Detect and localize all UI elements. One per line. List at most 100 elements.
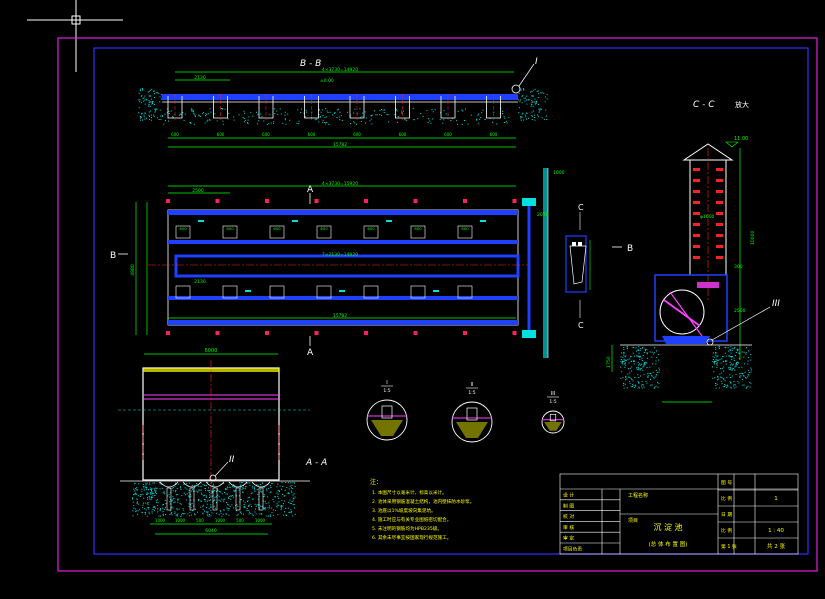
ground-speck bbox=[204, 510, 205, 512]
ground-speck bbox=[155, 108, 157, 110]
ground-speck bbox=[202, 505, 204, 507]
plan-top-dim: 4×3730=15920 bbox=[322, 181, 358, 187]
ground-speck bbox=[652, 363, 654, 365]
ground-speck bbox=[222, 513, 224, 515]
ground-speck bbox=[148, 102, 150, 104]
ground-speck bbox=[156, 117, 158, 119]
ground-speck bbox=[657, 382, 659, 384]
ground-speck bbox=[133, 488, 135, 490]
ground-speck bbox=[146, 482, 148, 484]
ground-speck bbox=[228, 497, 230, 499]
ground-speck bbox=[741, 366, 743, 368]
ground-speck bbox=[169, 492, 171, 494]
ground-speck bbox=[142, 89, 143, 91]
ground-speck bbox=[401, 112, 403, 114]
ground-speck bbox=[285, 507, 287, 509]
ground-speck bbox=[225, 513, 227, 515]
ground-speck bbox=[188, 496, 190, 498]
ground-speck bbox=[269, 507, 270, 509]
ground-speck bbox=[223, 498, 225, 500]
ground-speck bbox=[148, 105, 150, 107]
ground-speck bbox=[180, 486, 181, 488]
ground-speck bbox=[629, 383, 631, 385]
ground-speck bbox=[638, 386, 640, 388]
ground-speck bbox=[540, 108, 542, 110]
ground-speck bbox=[184, 513, 186, 515]
ground-speck bbox=[260, 490, 262, 492]
ground-speck bbox=[268, 502, 270, 504]
ground-speck bbox=[747, 369, 749, 371]
ground-speck bbox=[638, 369, 640, 371]
ground-speck bbox=[225, 513, 227, 515]
ground-speck bbox=[637, 366, 639, 368]
ground-speck bbox=[639, 356, 641, 358]
ground-speck bbox=[270, 487, 272, 488]
ground-speck bbox=[631, 370, 633, 372]
ground-speck bbox=[169, 503, 171, 505]
ground-speck bbox=[533, 101, 535, 103]
ground-speck bbox=[202, 513, 204, 515]
ground-speck bbox=[247, 501, 248, 502]
ground-speck bbox=[289, 499, 291, 501]
ground-speck bbox=[177, 494, 179, 495]
ground-speck bbox=[151, 98, 153, 100]
ground-speck bbox=[277, 493, 279, 495]
ground-speck bbox=[311, 116, 313, 118]
bb-segment-dim: 600 bbox=[308, 132, 316, 137]
ground-speck bbox=[148, 111, 150, 113]
ground-speck bbox=[718, 346, 720, 348]
ground-speck bbox=[263, 120, 265, 122]
ground-speck bbox=[253, 486, 255, 488]
ground-speck bbox=[300, 112, 302, 113]
ground-speck bbox=[266, 124, 268, 125]
ground-speck bbox=[637, 361, 639, 363]
plan-column-point bbox=[364, 199, 368, 203]
ground-speck bbox=[417, 118, 419, 120]
ground-speck bbox=[734, 369, 736, 371]
ground-speck bbox=[658, 353, 660, 355]
ground-speck bbox=[655, 357, 657, 359]
ground-speck bbox=[183, 119, 185, 121]
ground-speck bbox=[188, 489, 190, 491]
ground-speck bbox=[524, 100, 526, 102]
ground-speck bbox=[658, 359, 660, 361]
ground-speck bbox=[653, 377, 655, 379]
ground-speck bbox=[138, 483, 140, 485]
plan-section-a-bottom: A bbox=[307, 348, 314, 358]
ground-speck bbox=[161, 487, 163, 489]
ground-speck bbox=[151, 491, 153, 493]
ground-speck bbox=[175, 482, 176, 484]
ground-speck bbox=[250, 111, 252, 113]
ground-speck bbox=[257, 123, 258, 125]
ground-speck bbox=[639, 368, 641, 370]
ground-speck bbox=[283, 500, 285, 502]
ground-speck bbox=[651, 351, 653, 353]
ground-speck bbox=[276, 502, 278, 504]
ground-speck bbox=[502, 111, 504, 112]
ground-speck bbox=[736, 350, 738, 352]
ground-speck bbox=[715, 352, 717, 353]
ground-speck bbox=[252, 515, 254, 517]
ground-speck bbox=[160, 483, 162, 485]
ground-speck bbox=[155, 110, 156, 112]
ground-speck bbox=[137, 513, 138, 515]
ground-speck bbox=[269, 114, 271, 116]
ground-speck bbox=[169, 496, 171, 498]
ground-speck bbox=[174, 511, 176, 513]
ground-speck bbox=[186, 488, 188, 490]
ground-speck bbox=[205, 489, 207, 491]
ground-speck bbox=[149, 110, 151, 112]
ground-speck bbox=[193, 112, 195, 114]
ground-speck bbox=[638, 352, 640, 354]
ground-speck bbox=[356, 113, 358, 115]
bb-spacing-dim: 2130 bbox=[194, 75, 206, 81]
ground-speck bbox=[443, 119, 445, 121]
ground-speck bbox=[236, 510, 238, 512]
ground-speck bbox=[647, 377, 649, 378]
ground-speck bbox=[208, 119, 210, 121]
ground-speck bbox=[177, 499, 179, 501]
ground-speck bbox=[289, 485, 291, 487]
plan-column-points bbox=[166, 199, 517, 335]
ground-speck bbox=[379, 109, 381, 111]
